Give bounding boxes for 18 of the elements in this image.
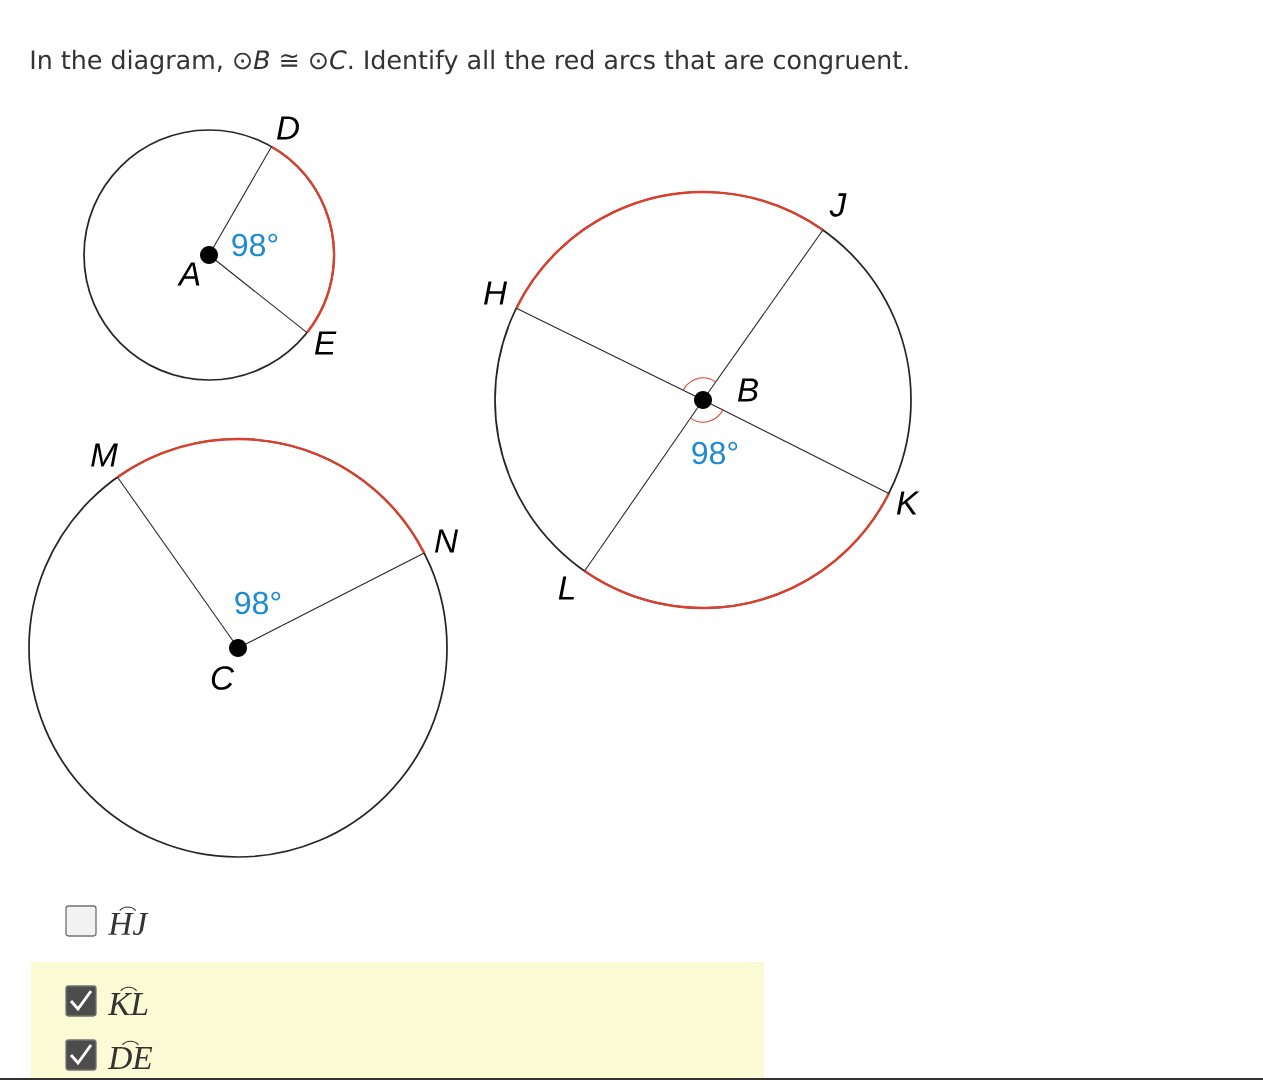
point-label: N xyxy=(435,529,459,553)
point-label: B xyxy=(737,378,758,402)
point-label: E xyxy=(314,331,337,355)
point-label: K xyxy=(896,491,920,515)
point-label: A xyxy=(177,262,200,286)
point-label: C xyxy=(211,666,235,690)
point-label: L xyxy=(558,576,574,600)
point-label: M xyxy=(91,443,118,467)
angle-label: 98° xyxy=(232,233,278,257)
answer-option: DE xyxy=(107,1047,153,1069)
answer-option: KL xyxy=(107,993,148,1015)
angle-label: 98° xyxy=(235,591,281,615)
point-label: H xyxy=(484,281,508,305)
point-label: J xyxy=(829,193,847,217)
question-text: In the diagram, ⊙B ≅ ⊙C. Identify all the red arcs that are congruent. xyxy=(31,49,908,75)
answer-option: HJ xyxy=(107,912,149,936)
angle-label: 98° xyxy=(692,441,738,465)
point-label: D xyxy=(277,116,299,140)
